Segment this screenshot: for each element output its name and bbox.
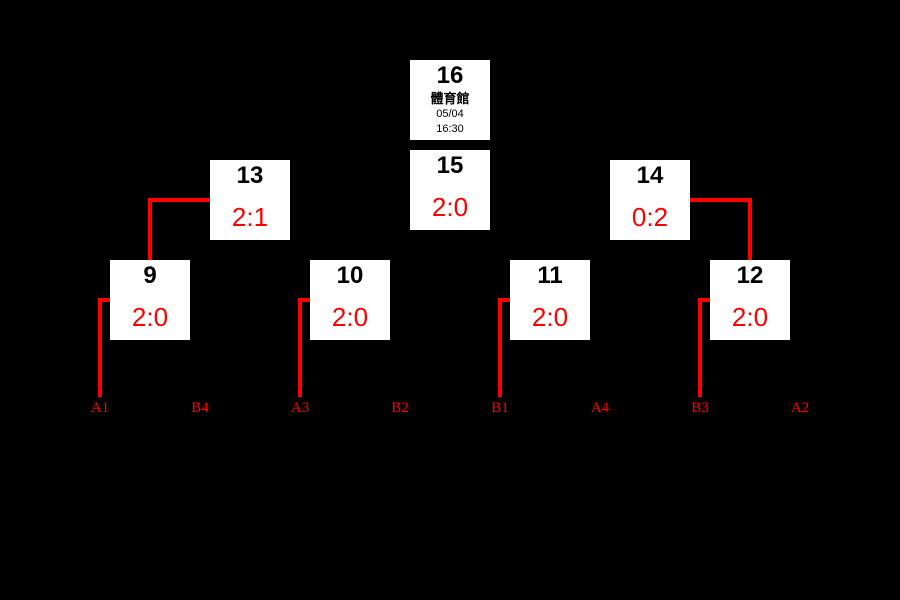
- connector-11-vertical: [498, 298, 502, 397]
- connector-14-vertical: [748, 198, 752, 260]
- match-box-10[interactable]: 10 2:0: [310, 260, 390, 340]
- connector-12-horizontal: [698, 298, 710, 302]
- seed-label-b3: B3: [691, 400, 709, 416]
- match-number: 9: [143, 262, 157, 289]
- connector-9-horizontal: [98, 298, 110, 302]
- match-number: 13: [236, 162, 264, 189]
- match-box-14[interactable]: 14 0:2: [610, 160, 690, 240]
- match-number: 10: [336, 262, 364, 289]
- match-score: 0:2: [631, 202, 669, 232]
- connector-11-horizontal: [498, 298, 510, 302]
- match-score: 2:0: [331, 302, 369, 332]
- match-number: 16: [436, 62, 464, 89]
- match-number: 15: [436, 152, 464, 179]
- seed-label-b4: B4: [191, 400, 209, 416]
- match-box-12[interactable]: 12 2:0: [710, 260, 790, 340]
- seed-label-a1: A1: [90, 400, 110, 416]
- match-date: 05/04: [436, 108, 464, 120]
- connector-9-vertical: [98, 298, 102, 397]
- match-score: 2:0: [131, 302, 169, 332]
- connector-13-vertical: [148, 198, 152, 260]
- match-box-15[interactable]: 15 2:0: [410, 150, 490, 230]
- match-score: 2:0: [531, 302, 569, 332]
- connector-12-vertical: [698, 298, 702, 397]
- seed-label-a4: A4: [590, 400, 610, 416]
- match-score: 2:0: [431, 192, 469, 222]
- match-box-16[interactable]: 16 體育館 05/04 16:30: [410, 60, 490, 140]
- seed-label-a3: A3: [290, 400, 310, 416]
- connector-13-horizontal: [148, 198, 210, 202]
- match-venue: 體育館: [430, 91, 470, 106]
- match-box-11[interactable]: 11 2:0: [510, 260, 590, 340]
- match-number: 14: [636, 162, 664, 189]
- match-box-9[interactable]: 9 2:0: [110, 260, 190, 340]
- match-score: 2:1: [231, 202, 269, 232]
- match-time: 16:30: [436, 123, 464, 135]
- connector-10-horizontal: [298, 298, 310, 302]
- seed-label-a2: A2: [790, 400, 810, 416]
- connector-14-horizontal: [690, 198, 752, 202]
- connector-10-vertical: [298, 298, 302, 397]
- seed-label-b1: B1: [491, 400, 509, 416]
- match-number: 12: [736, 262, 764, 289]
- match-number: 11: [537, 262, 563, 289]
- match-score: 2:0: [731, 302, 769, 332]
- match-box-13[interactable]: 13 2:1: [210, 160, 290, 240]
- seed-label-b2: B2: [391, 400, 409, 416]
